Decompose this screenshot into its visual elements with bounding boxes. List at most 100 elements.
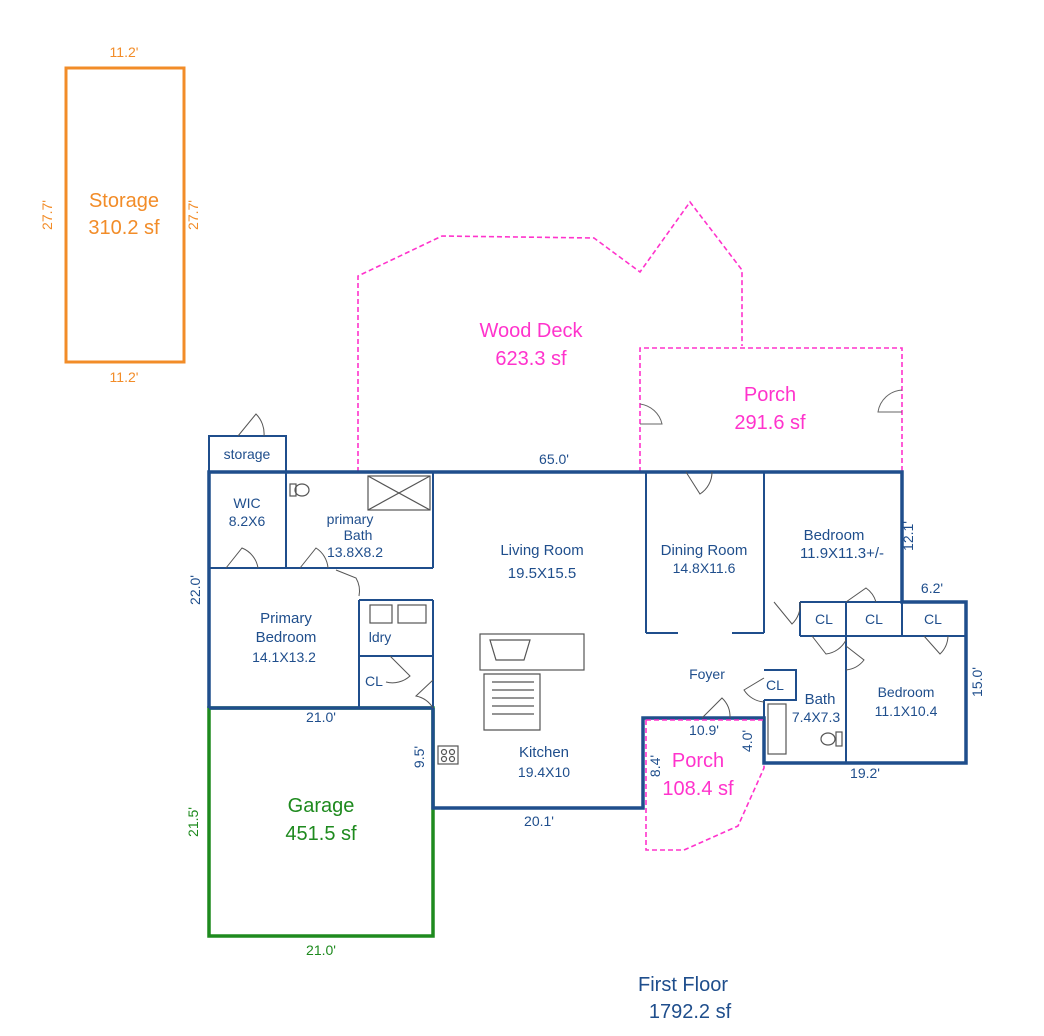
- door-bedroom-ne: [773, 601, 801, 625]
- kitchen-name: Kitchen: [519, 744, 569, 761]
- porch-door-right: [877, 389, 903, 413]
- storage-label: Storage: [89, 190, 159, 212]
- door-primary: [335, 569, 360, 597]
- dining-room-size: 14.8X11.6: [673, 560, 736, 576]
- floor-area: 1792.2 sf: [649, 1001, 732, 1023]
- door-storage: [237, 413, 265, 437]
- bath-toilet-tank: [835, 731, 843, 747]
- kitchen-island: [479, 633, 585, 671]
- back-porch-area: 291.6 sf: [734, 412, 806, 434]
- dim-right-upper: 12.1': [900, 521, 916, 551]
- door-bath: [743, 677, 765, 703]
- primary-bath-name2: Bath: [344, 527, 373, 543]
- dryer: [397, 604, 427, 624]
- cl-b-label: CL: [865, 611, 883, 627]
- dim-step: 6.2': [921, 580, 943, 596]
- kitchen-sink: [489, 639, 531, 661]
- washer: [369, 604, 393, 624]
- dim-garage-top: 21.0': [306, 709, 336, 725]
- cl-bath-label: CL: [766, 677, 784, 693]
- exterior-wall: [207, 470, 968, 810]
- storage-outline: [64, 66, 186, 364]
- primary-bath-name1: primary: [327, 511, 374, 527]
- wic-size: 8.2X6: [229, 513, 266, 529]
- dim-kitchen-left: 9.5': [411, 746, 427, 768]
- dim-left-wall: 22.0': [187, 575, 203, 605]
- ldry-label: ldry: [369, 629, 392, 645]
- cooktop: [437, 745, 459, 765]
- primary-bedroom-name2: Bedroom: [256, 629, 317, 646]
- shower: [367, 475, 431, 511]
- door-closet-a: [845, 587, 877, 603]
- bath-size: 7.4X7.3: [792, 709, 840, 725]
- door-closet-d: [923, 635, 949, 655]
- bedroom-se-size: 11.1X10.4: [875, 703, 938, 719]
- burner: [448, 748, 456, 756]
- storage-dim-left: 27.7': [39, 200, 55, 230]
- door-bath: [299, 547, 329, 569]
- kitchen-size: 19.4X10: [518, 764, 570, 780]
- fixtures: [289, 475, 843, 765]
- dim-right-lower: 15.0': [969, 667, 985, 697]
- wood-deck-outline: [357, 200, 743, 473]
- porch-door-left: [639, 403, 663, 425]
- burner: [440, 755, 448, 763]
- stairs: [483, 673, 541, 731]
- dim-bottom-right: 19.2': [850, 765, 880, 781]
- garage-dim-bottom: 21.0': [306, 942, 336, 958]
- garage-outline: [207, 706, 435, 938]
- floor-label: First Floor: [638, 974, 728, 996]
- garage-label: Garage: [288, 795, 355, 817]
- wood-deck-area: 623.3 sf: [495, 348, 567, 370]
- front-porch-label: Porch: [672, 750, 724, 772]
- bath-name: Bath: [805, 691, 836, 708]
- living-room-size: 19.5X15.5: [508, 565, 576, 582]
- front-porch-dim: 8.4': [647, 755, 663, 777]
- floor-summary: First Floor 1792.2 sf: [638, 974, 732, 1023]
- storage-closet-wall: [208, 435, 287, 472]
- front-porch: Porch 108.4 sf 8.4': [645, 719, 765, 851]
- storage-dim-top: 11.2': [110, 44, 139, 60]
- back-porch-outline: [639, 347, 903, 472]
- bathtub: [767, 703, 787, 755]
- primary-bedroom-size: 14.1X13.2: [252, 649, 316, 665]
- primary-bedroom-name1: Primary: [260, 610, 312, 627]
- door-closet-b: [811, 635, 847, 655]
- garage: Garage 451.5 sf 21.0' 21.5': [185, 706, 435, 958]
- dim-bottom-kitchen: 20.1': [524, 813, 554, 829]
- back-porch-label: Porch: [744, 384, 796, 406]
- dimension-labels: 65.0' 22.0' 12.1' 6.2' 15.0' 19.2' 20.1'…: [187, 451, 985, 829]
- storage-dim-right: 27.7': [185, 200, 201, 230]
- storage-building: 11.2' 11.2' 27.7' 27.7' Storage 310.2 sf: [39, 44, 201, 385]
- wic-name: WIC: [233, 495, 260, 511]
- room-labels: storage WIC 8.2X6 primary Bath 13.8X8.2 …: [224, 446, 943, 780]
- bedroom-ne-size: 11.9X11.3+/-: [800, 545, 884, 562]
- cl-a-label: CL: [815, 611, 833, 627]
- door-dining: [685, 471, 713, 495]
- bedroom-se-name: Bedroom: [878, 684, 935, 700]
- bedroom-ne-name: Bedroom: [804, 527, 865, 544]
- door-cl-primary: [385, 655, 411, 684]
- storage-closet-label: storage: [224, 446, 271, 462]
- doors: [225, 413, 949, 719]
- bath-closet-wall: [764, 669, 797, 701]
- living-room-name: Living Room: [500, 542, 583, 559]
- foyer-label: Foyer: [689, 666, 725, 682]
- storage-dim-bottom: 11.2': [110, 369, 139, 385]
- door-front: [701, 697, 731, 719]
- primary-bath-size: 13.8X8.2: [327, 544, 383, 560]
- garage-dim-left: 21.5': [185, 807, 201, 837]
- cl-primary-label: CL: [365, 673, 383, 689]
- front-porch-outline: [645, 720, 765, 851]
- cl-c-label: CL: [924, 611, 942, 627]
- house-walls: [207, 435, 968, 810]
- shower-x2: [367, 475, 431, 511]
- storage-area: 310.2 sf: [88, 217, 160, 239]
- wood-deck-label: Wood Deck: [479, 320, 583, 342]
- burner: [448, 755, 456, 763]
- bath-toilet-bowl: [820, 732, 836, 746]
- back-porch: Porch 291.6 sf: [639, 347, 903, 472]
- toilet-bowl: [294, 483, 310, 497]
- door-closet-c: [845, 645, 865, 671]
